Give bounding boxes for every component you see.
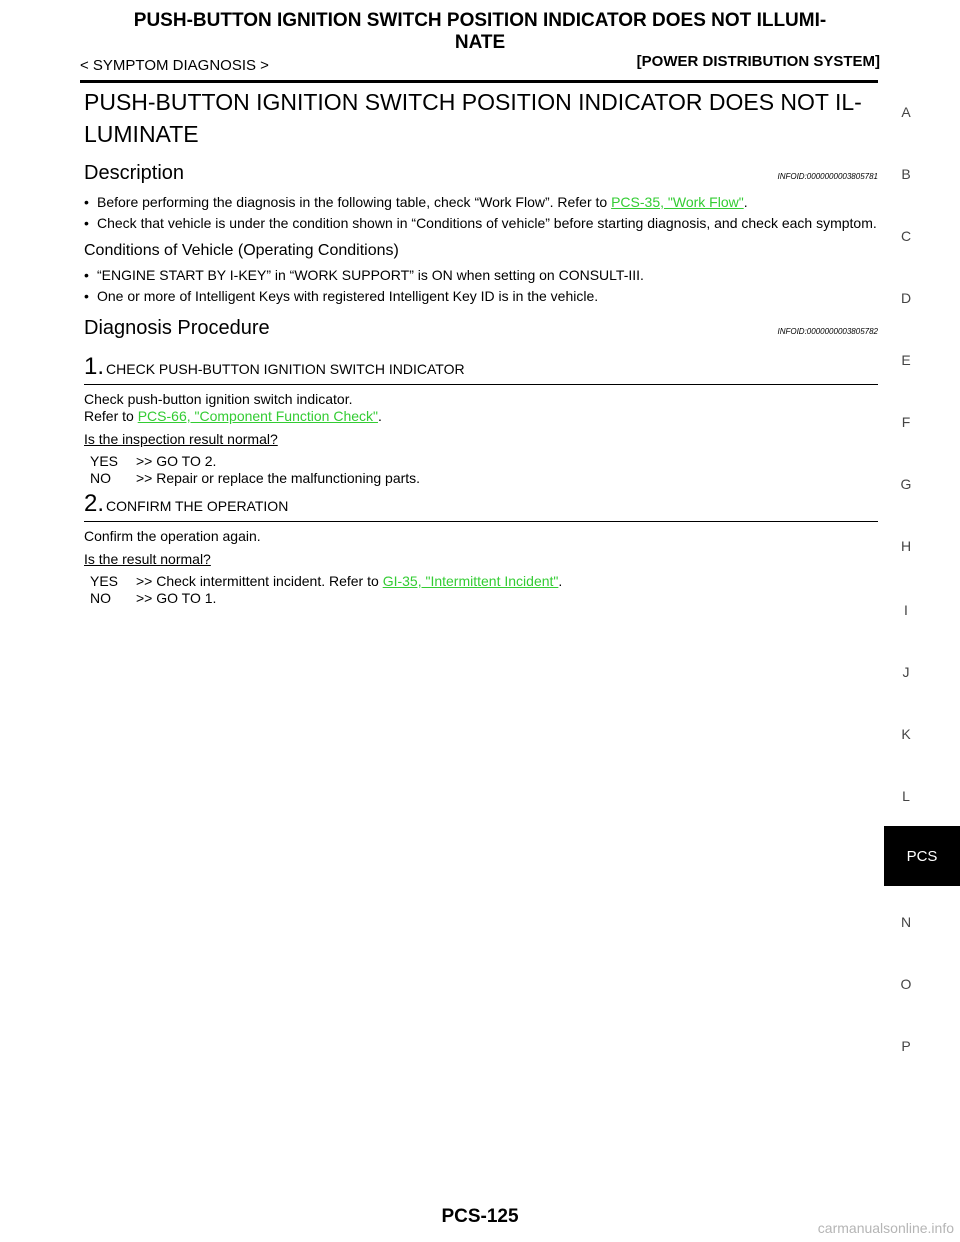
watermark: carmanualsonline.info — [817, 1220, 954, 1236]
description-title: Description — [84, 162, 185, 184]
step-number: 2 — [84, 490, 98, 517]
step-2-header: 2. CONFIRM THE OPERATION — [84, 491, 878, 522]
section-index-l[interactable]: L — [902, 788, 910, 804]
step-question: Is the inspection result normal? — [84, 431, 278, 447]
section-index-k[interactable]: K — [901, 726, 911, 742]
answer-table: YES >> Check intermittent incident. Refe… — [90, 573, 562, 607]
conditions-title: Conditions of Vehicle (Operating Conditi… — [84, 242, 399, 259]
section-index-n[interactable]: N — [900, 914, 912, 930]
component-function-check-link[interactable]: PCS-66, "Component Function Check" — [137, 408, 378, 424]
page-number: PCS-125 — [441, 1206, 519, 1227]
answer-row-yes: YES >> Check intermittent incident. Refe… — [90, 573, 563, 589]
step-title: CHECK PUSH-BUTTON IGNITION SWITCH INDICA… — [106, 361, 465, 377]
answer-row-yes: YES >> GO TO 2. — [90, 453, 217, 469]
intermittent-incident-link[interactable]: GI-35, "Intermittent Incident" — [382, 573, 559, 589]
section-index-f[interactable]: F — [901, 414, 911, 430]
procedure-infoid: INFOID:0000000003805782 — [777, 327, 878, 336]
step-text: Check push-button ignition switch indica… — [84, 391, 353, 407]
section-index-p[interactable]: P — [901, 1038, 911, 1054]
description-header: Description INFOID:0000000003805781 — [84, 162, 878, 185]
section-index-b[interactable]: B — [901, 166, 911, 182]
list-item: Check that vehicle is under the conditio… — [84, 214, 878, 232]
step-title: CONFIRM THE OPERATION — [106, 498, 289, 514]
answer-row-no: NO >> GO TO 1. — [90, 590, 217, 606]
description-infoid: INFOID:0000000003805781 — [777, 172, 878, 181]
section-index-i[interactable]: I — [904, 602, 908, 618]
step-1: 1. CHECK PUSH-BUTTON IGNITION SWITCH IND… — [84, 354, 878, 487]
step-2-body: Confirm the operation again. Is the resu… — [84, 528, 878, 607]
section-index-g[interactable]: G — [900, 476, 912, 492]
step-2: 2. CONFIRM THE OPERATION Confirm the ope… — [84, 491, 878, 607]
list-item: One or more of Intelligent Keys with reg… — [84, 287, 878, 305]
answer-table: YES >> GO TO 2. NO >> Repair or replace … — [90, 453, 420, 487]
step-1-body: Check push-button ignition switch indica… — [84, 391, 878, 487]
main-content: PUSH-BUTTON IGNITION SWITCH POSITION IND… — [84, 86, 878, 607]
section-index-c[interactable]: C — [900, 228, 912, 244]
step-1-header: 1. CHECK PUSH-BUTTON IGNITION SWITCH IND… — [84, 354, 878, 385]
description-list: Before performing the diagnosis in the f… — [84, 193, 878, 232]
step-text: Confirm the operation again. — [84, 528, 261, 544]
running-header-title: PUSH-BUTTON IGNITION SWITCH POSITION IND… — [133, 10, 827, 53]
section-label: [POWER DISTRIBUTION SYSTEM] — [636, 53, 880, 70]
section-index-h[interactable]: H — [900, 538, 912, 554]
section-index-o[interactable]: O — [900, 976, 912, 992]
conditions-list: “ENGINE START BY I-KEY” in “WORK SUPPORT… — [84, 266, 878, 305]
page-title: PUSH-BUTTON IGNITION SWITCH POSITION IND… — [84, 89, 862, 147]
section-index-e[interactable]: E — [901, 352, 911, 368]
section-index-d[interactable]: D — [900, 290, 912, 306]
procedure-title: Diagnosis Procedure — [84, 317, 270, 339]
answer-row-no: NO >> Repair or replace the malfunctioni… — [90, 470, 421, 486]
section-index-a[interactable]: A — [901, 104, 911, 120]
active-section-tab-pcs[interactable]: PCS — [884, 826, 960, 886]
section-index-j[interactable]: J — [902, 664, 910, 680]
work-flow-link[interactable]: PCS-35, "Work Flow" — [611, 194, 744, 210]
list-item: Before performing the diagnosis in the f… — [84, 193, 878, 211]
step-question: Is the result normal? — [84, 551, 211, 567]
header-divider — [80, 80, 878, 83]
breadcrumb-symptom-diagnosis: < SYMPTOM DIAGNOSIS > — [80, 57, 269, 74]
list-item: “ENGINE START BY I-KEY” in “WORK SUPPORT… — [84, 266, 878, 284]
procedure-header: Diagnosis Procedure INFOID:0000000003805… — [84, 317, 878, 340]
step-number: 1 — [84, 353, 98, 380]
step-reference: Refer to PCS-66, "Component Function Che… — [84, 408, 382, 424]
